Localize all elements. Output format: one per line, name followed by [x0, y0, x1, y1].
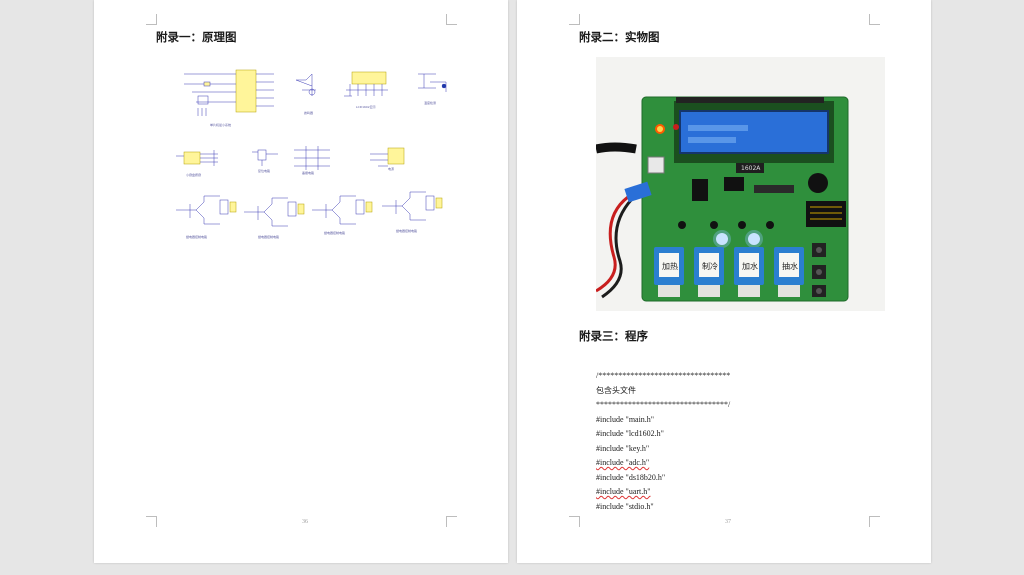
code-line: #include "stdio.h": [596, 501, 654, 511]
board-photo: 1602A: [596, 57, 885, 311]
page-corner-mark: [869, 14, 880, 25]
schematic-label: 复位电路: [258, 168, 270, 173]
schematic-diagram: 单片机最小系统 蜂鸣器 LCD1602显示 温度检测 小键盘按键 复位电路 晶振…: [176, 69, 447, 239]
appendix-1-heading: 附录一：原理图: [156, 30, 237, 44]
code-line: #include "main.h": [596, 414, 655, 424]
page-corner-mark: [146, 14, 157, 25]
appendix-2-heading: 附录二：实物图: [579, 30, 660, 44]
code-line: /*********************************: [596, 371, 731, 380]
relay-label: 加水: [742, 261, 758, 271]
page-corner-mark: [569, 14, 580, 25]
page-corner-mark: [446, 14, 457, 25]
schematic-label: 继电器控制电路: [186, 234, 207, 239]
code-line: #include "adc.h": [596, 458, 650, 467]
relay-4: 抽水: [774, 247, 804, 285]
board-illustration: 1602A: [596, 57, 885, 311]
code-line: 包含头文件: [596, 385, 636, 395]
relay-1: 加热: [654, 247, 684, 285]
schematic-label: 电源: [388, 166, 394, 171]
relay-label: 抽水: [782, 261, 798, 271]
code-line: #include "ds18b20.h": [596, 472, 666, 482]
schematic-label: LCD1602显示: [356, 105, 376, 109]
page-corner-mark: [146, 516, 157, 527]
lcd-model-label: 1602A: [741, 165, 761, 172]
code-listing: /********************************* 包含头文件…: [596, 369, 896, 514]
schematic-label: 小键盘按键: [186, 172, 201, 177]
schematic-label: 晶振电路: [302, 170, 314, 175]
relay-2: 制冷: [694, 247, 724, 285]
relay-label: 制冷: [702, 261, 718, 271]
document-page-right: 附录二：实物图 1602A: [517, 0, 931, 563]
page-corner-mark: [569, 516, 580, 527]
relay-3: 加水: [734, 247, 764, 285]
code-line: #include "key.h": [596, 443, 650, 453]
appendix-3-heading: 附录三：程序: [579, 329, 648, 343]
document-page-left: 附录一：原理图: [94, 0, 508, 563]
page-number: 36: [302, 519, 308, 525]
schematic-label: 继电器控制电路: [258, 234, 279, 239]
schematic-label: 继电器控制电路: [396, 228, 417, 233]
code-line: #include "lcd1602.h": [596, 429, 664, 438]
page-corner-mark: [446, 516, 457, 527]
schematic-label: 继电器控制电路: [324, 230, 345, 235]
relay-label: 加热: [662, 261, 678, 271]
code-line: *********************************/: [596, 400, 731, 409]
schematic-label: 单片机最小系统: [210, 122, 231, 127]
schematic-label: 蜂鸣器: [304, 110, 313, 115]
page-number: 37: [725, 519, 731, 525]
code-line: #include "uart.h": [596, 487, 651, 496]
schematic-label: 温度检测: [424, 100, 436, 105]
page-corner-mark: [869, 516, 880, 527]
